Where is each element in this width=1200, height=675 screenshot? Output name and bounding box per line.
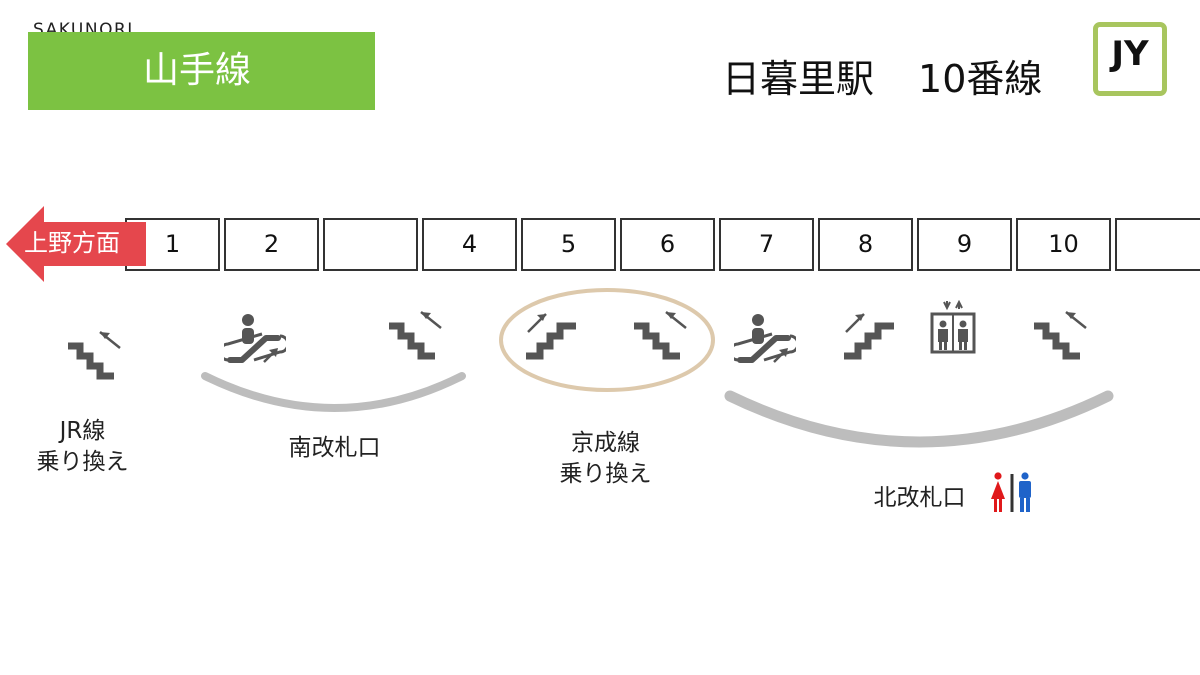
car-7: 7 [719,218,814,271]
car-6: 6 [620,218,715,271]
direction-label: 上野方面 [24,229,120,257]
car-11 [1115,218,1200,271]
jr-transfer-label: JR線 乗り換え [36,418,129,475]
line-code: JY [1103,32,1157,84]
car-10: 10 [1016,218,1111,271]
car-4: 4 [422,218,517,271]
car-2: 2 [224,218,319,271]
line-banner: 山手線 [28,32,375,110]
north-gate-label: 北改札口 [873,485,966,511]
left-arrow-icon [6,206,146,282]
keisei-transfer-label: 京成線 乗り換え [559,430,652,487]
car-3 [323,218,418,271]
south-gate-label: 南改札口 [288,435,381,461]
restroom-icon [991,472,1031,512]
track-number: 10番線 [918,57,1043,101]
station-name: 日暮里駅 [722,57,875,101]
keisei-transfer-ring [499,288,715,392]
car-8: 8 [818,218,913,271]
car-5: 5 [521,218,616,271]
car-9: 9 [917,218,1012,271]
north-gate-arc [724,390,1114,448]
line-code-badge: JY [1093,22,1167,96]
station-track-title: 日暮里駅 10番線 [722,48,1042,103]
south-gate-arc [201,372,466,412]
